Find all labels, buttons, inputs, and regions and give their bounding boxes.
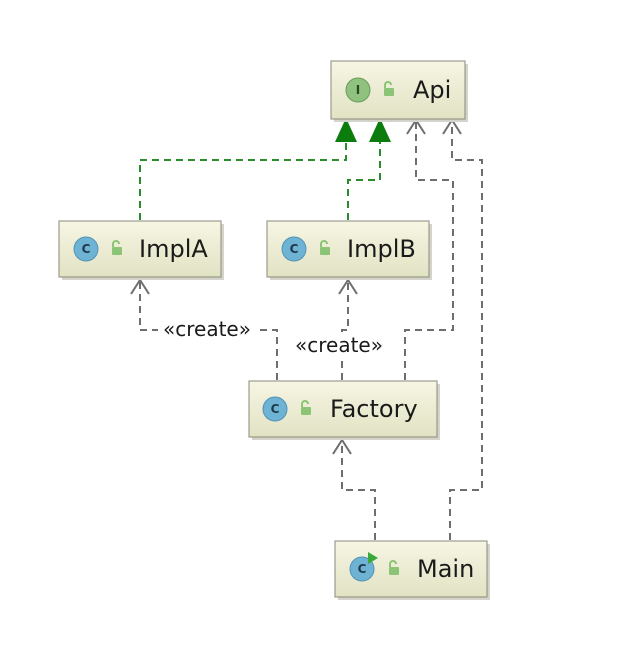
public-lock-icon — [389, 560, 399, 575]
node-factory[interactable]: C Factory — [248, 380, 440, 440]
node-api[interactable]: I Api — [330, 60, 468, 122]
node-impla-label: ImplA — [139, 235, 208, 263]
edge-label-create-implb: «create» — [290, 332, 388, 358]
svg-text:«create»: «create» — [163, 317, 251, 341]
class-icon — [262, 396, 288, 422]
implements-arrowhead-icon — [369, 118, 391, 142]
interface-icon — [345, 77, 371, 103]
node-implb-label: ImplB — [347, 235, 416, 263]
node-impla[interactable]: C ImplA — [58, 220, 224, 280]
node-api-badge: I — [356, 83, 360, 97]
node-implb-badge: C — [290, 242, 299, 256]
edge-label-create-impla: «create» — [158, 316, 256, 342]
edge-main-depends-api — [442, 118, 483, 540]
node-main-label: Main — [417, 555, 474, 583]
class-icon — [73, 236, 99, 262]
public-lock-icon — [320, 240, 330, 255]
node-factory-label: Factory — [330, 395, 418, 423]
node-impla-badge: C — [82, 242, 91, 256]
node-api-label: Api — [413, 76, 451, 104]
edge-impla-implements-api — [139, 118, 357, 220]
svg-text:«create»: «create» — [295, 333, 383, 357]
public-lock-icon — [301, 400, 311, 415]
node-main-badge: C — [358, 562, 367, 576]
class-icon — [281, 236, 307, 262]
edge-factory-creates-implb — [338, 278, 358, 380]
implements-arrowhead-icon — [335, 118, 357, 142]
public-lock-icon — [112, 240, 122, 255]
public-lock-icon — [384, 81, 394, 96]
node-main[interactable]: C Main — [334, 540, 490, 600]
node-factory-badge: C — [271, 402, 280, 416]
run-icon — [368, 552, 378, 564]
edge-implb-implements-api — [347, 118, 391, 220]
node-implb[interactable]: C ImplB — [266, 220, 432, 280]
edge-main-depends-factory — [332, 438, 376, 540]
